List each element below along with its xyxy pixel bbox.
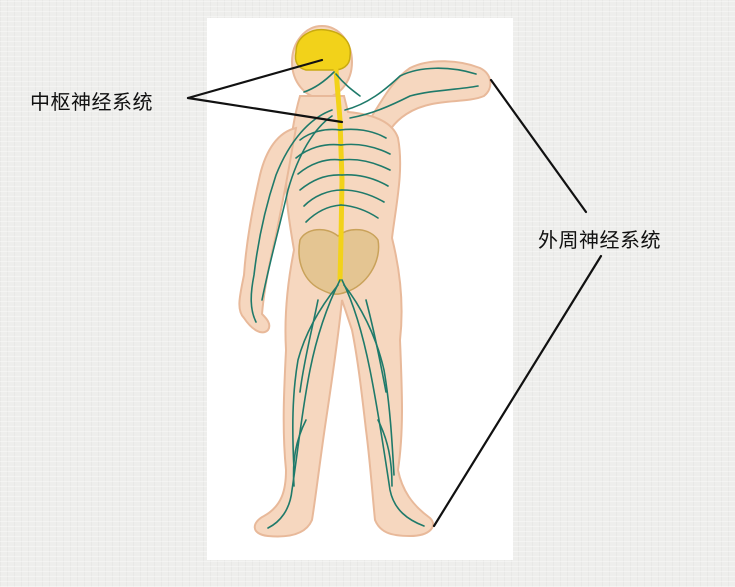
leader-lines <box>186 58 603 528</box>
torso-and-legs <box>253 95 435 538</box>
leader-line-spinal-cord <box>186 96 344 124</box>
brain <box>294 28 351 71</box>
central-nervous-system-label: 中枢神经系统 <box>30 90 153 114</box>
peripheral-nerves <box>250 67 479 529</box>
peripheral-nervous-system-label: 外周神经系统 <box>538 228 661 252</box>
leader-line-arm <box>489 78 588 214</box>
leader-line-foot <box>432 254 603 528</box>
leader-line-brain <box>186 58 324 100</box>
raised-arm <box>370 60 492 132</box>
spinal-cord <box>333 67 345 283</box>
central-nervous-system <box>294 28 351 283</box>
